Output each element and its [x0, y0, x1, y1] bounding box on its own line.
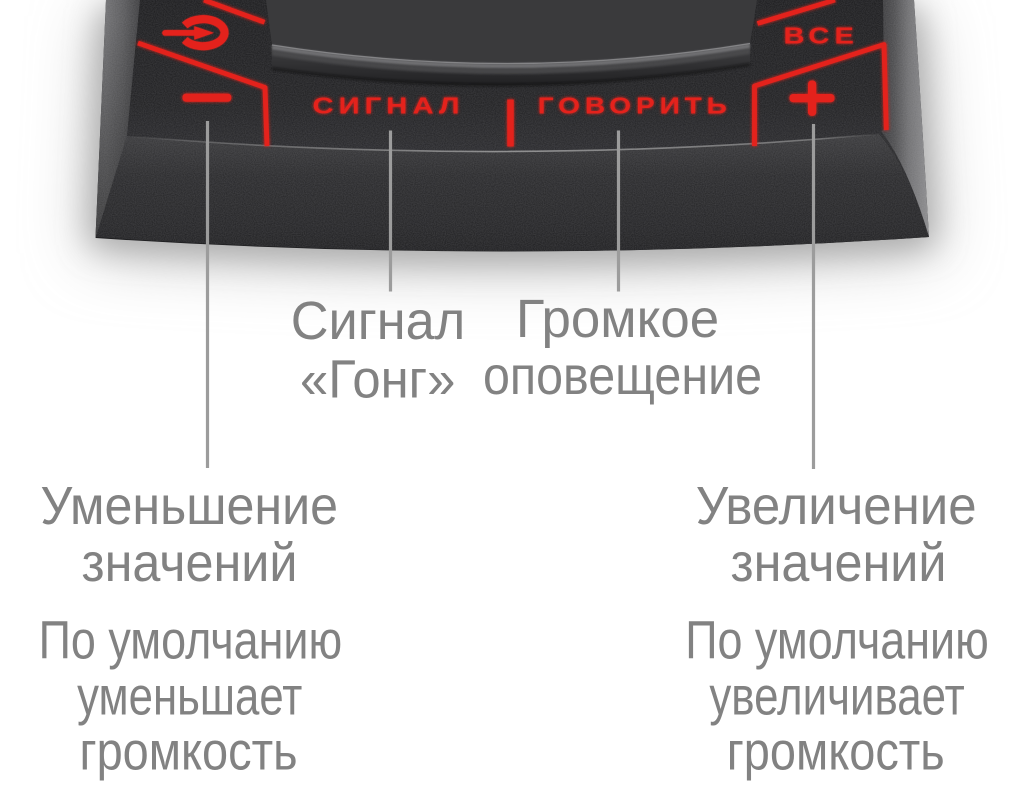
svg-text:«Гонг»: «Гонг» — [300, 350, 455, 409]
svg-text:Уменьшение: Уменьшение — [40, 476, 338, 536]
svg-text:громкость: громкость — [79, 721, 297, 782]
svg-text:значений: значений — [730, 534, 946, 594]
svg-text:Сигнал: Сигнал — [291, 291, 466, 351]
svg-text:ГОВОРИТЬ: ГОВОРИТЬ — [538, 94, 732, 119]
svg-text:уменьшает: уменьшает — [77, 667, 302, 726]
svg-text:значений: значений — [81, 534, 297, 594]
svg-text:По умолчанию: По умолчанию — [685, 611, 989, 671]
svg-text:оповещение: оповещение — [483, 346, 762, 406]
svg-text:ВСЕ: ВСЕ — [784, 22, 859, 48]
svg-text:увеличивает: увеличивает — [709, 667, 964, 726]
svg-text:По умолчанию: По умолчанию — [39, 611, 343, 671]
svg-text:громкость: громкость — [727, 721, 945, 782]
svg-text:Громкое: Громкое — [516, 290, 719, 349]
svg-text:Увеличение: Увеличение — [696, 477, 977, 536]
svg-text:СИГНАЛ: СИГНАЛ — [312, 93, 464, 119]
